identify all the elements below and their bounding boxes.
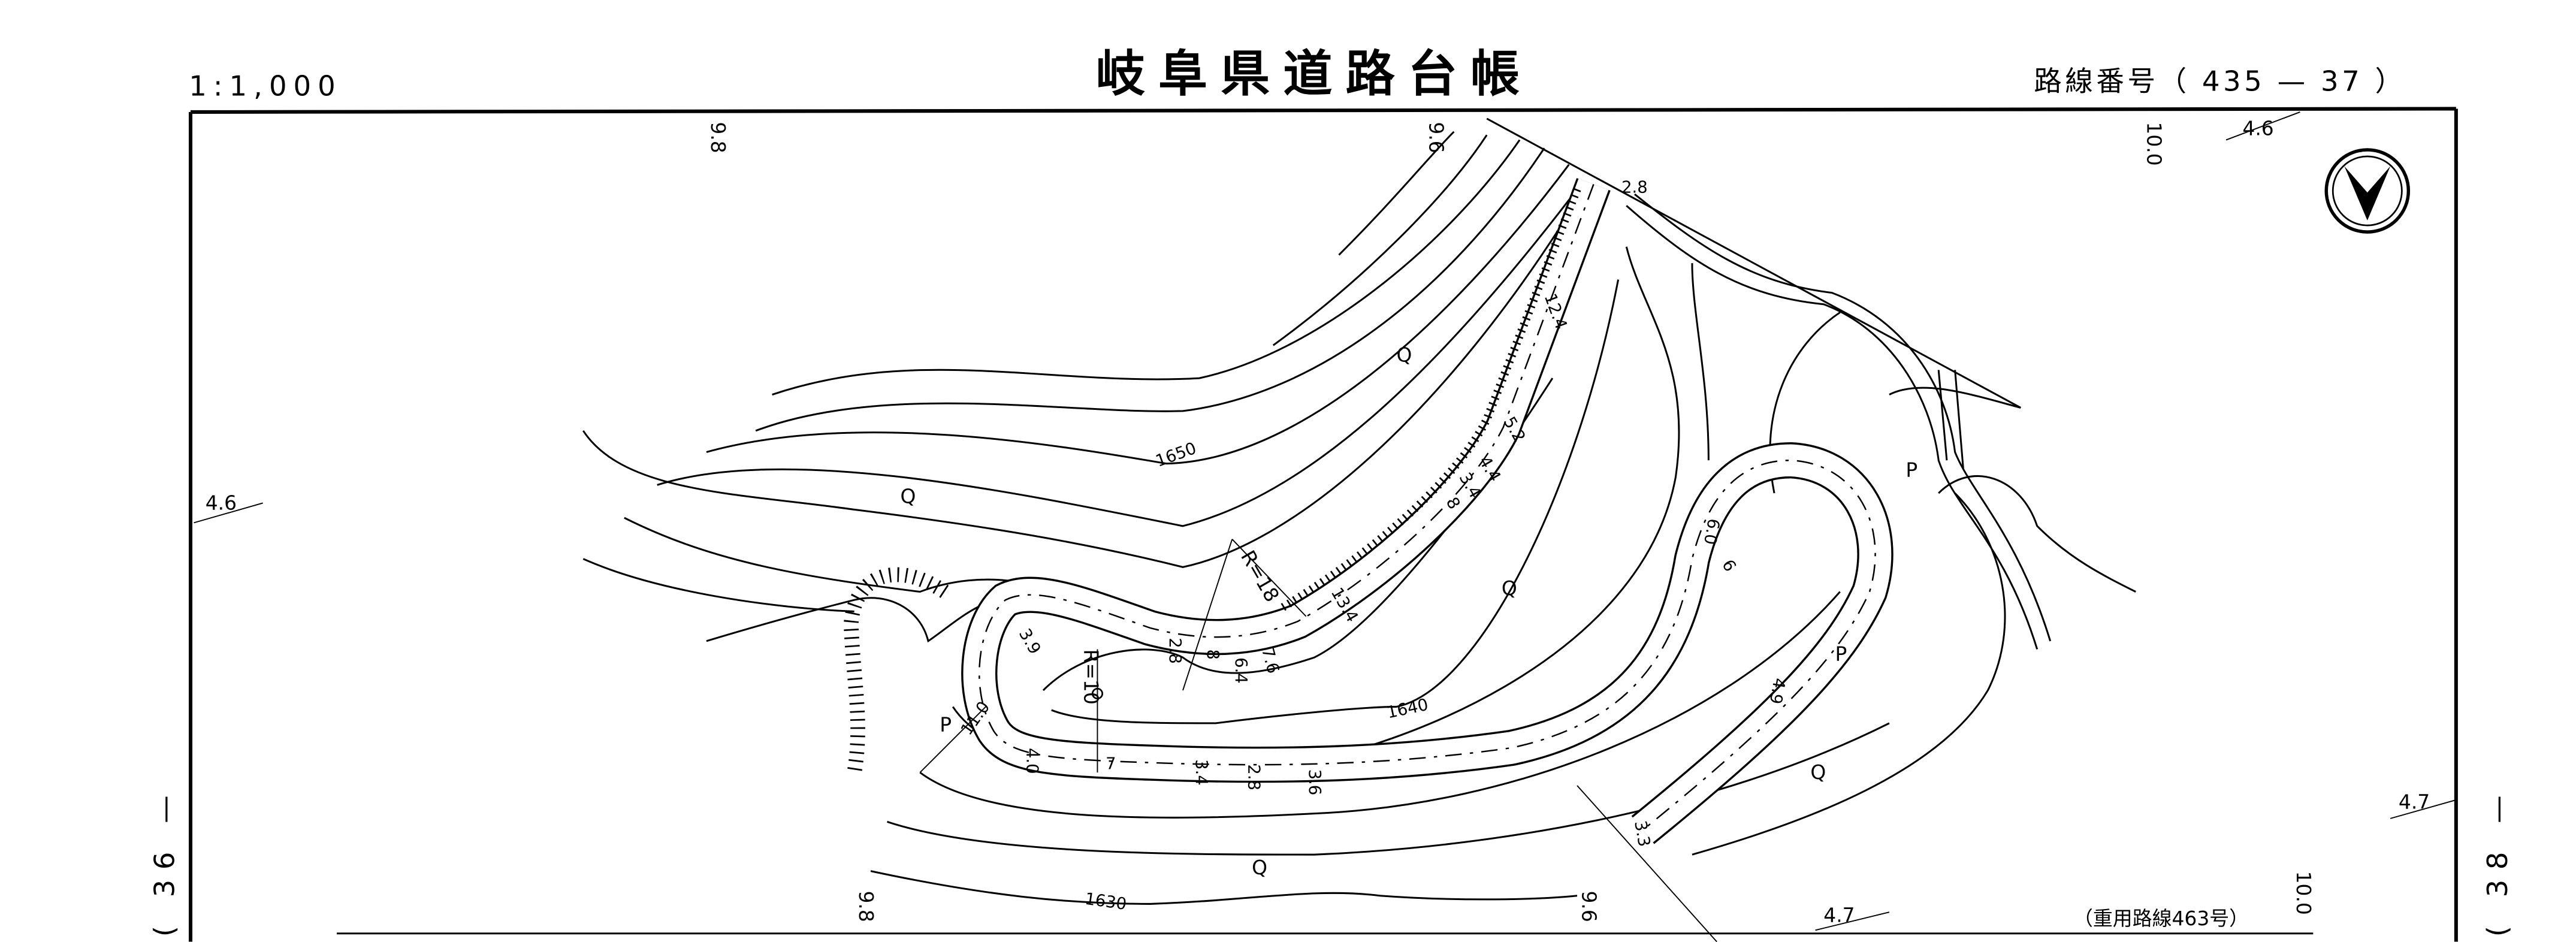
route-435-road bbox=[843, 178, 1894, 844]
contour-lines: 1640 1650 1630 bbox=[582, 131, 2136, 914]
dimension-label: 3.3 bbox=[1630, 819, 1653, 848]
map-frame bbox=[189, 107, 2458, 942]
offset-label: 9.8 bbox=[706, 122, 730, 153]
forest-symbol: Q bbox=[900, 484, 916, 508]
curve-radius: R=18 bbox=[1236, 547, 1284, 606]
overlap-route-label: （重用路線463号） bbox=[2073, 907, 2249, 930]
page-title: 岐阜県道路台帳 bbox=[1096, 46, 1533, 102]
dimension-label: 6.0 bbox=[1700, 517, 1723, 546]
scale-label: 1:1,000 bbox=[189, 70, 342, 102]
dimension-label: 7 bbox=[1106, 755, 1116, 774]
offset-label: 9.6 bbox=[1577, 891, 1600, 922]
forest-symbol: Q bbox=[1810, 760, 1826, 784]
pass-symbol: P bbox=[940, 713, 952, 736]
width-label: 4.7 bbox=[1823, 904, 1855, 927]
contour-label: 1640 bbox=[1385, 696, 1430, 723]
offset-label: 10.0 bbox=[2142, 122, 2166, 165]
dimension-label: 2.8 bbox=[1165, 638, 1184, 664]
offset-label: 9.6 bbox=[1424, 122, 1448, 153]
pass-symbol: P bbox=[1835, 642, 1847, 666]
map-symbols: Q Q Q Q Q P P P bbox=[900, 343, 1917, 879]
route-number: 路線番号（ 435 — 37 ） bbox=[2034, 65, 2406, 97]
forest-symbol: Q bbox=[1502, 576, 1517, 600]
dimension-label: 2.8 bbox=[1621, 178, 1648, 197]
adjacent-sheet-right: ( 38 — bbox=[2481, 786, 2514, 937]
offset-label: 10.0 bbox=[2292, 871, 2315, 915]
dimension-label: 8 bbox=[1203, 649, 1222, 659]
offset-label: 9.8 bbox=[854, 891, 878, 922]
north-arrow-icon bbox=[2324, 148, 2411, 234]
dimension-label: 6.4 bbox=[1231, 657, 1250, 684]
pass-symbol: P bbox=[1905, 458, 1917, 482]
side-road bbox=[1486, 117, 2052, 650]
dimension-label: 3.4 bbox=[1192, 759, 1210, 786]
width-label: 4.6 bbox=[206, 491, 237, 514]
contour-label: 1630 bbox=[1084, 890, 1128, 914]
forest-symbol: Q bbox=[1252, 856, 1267, 879]
dimension-label: 3.6 bbox=[1305, 769, 1324, 796]
dimension-label: 4.0 bbox=[1023, 748, 1041, 774]
dimension-label: 3.9 bbox=[1015, 626, 1044, 657]
dimension-label: 4.9 bbox=[1766, 677, 1789, 705]
dimension-label: 6 bbox=[1718, 557, 1740, 575]
curve-radius: R=10 bbox=[1080, 649, 1103, 704]
width-label: 4.7 bbox=[2399, 790, 2430, 813]
dimension-label: 2.8 bbox=[1245, 764, 1263, 790]
contour-label: 1650 bbox=[1153, 439, 1199, 471]
adjacent-sheet-left: ( 36 — bbox=[149, 786, 181, 937]
forest-symbol: Q bbox=[1396, 343, 1412, 367]
width-label: 4.6 bbox=[2242, 116, 2273, 140]
